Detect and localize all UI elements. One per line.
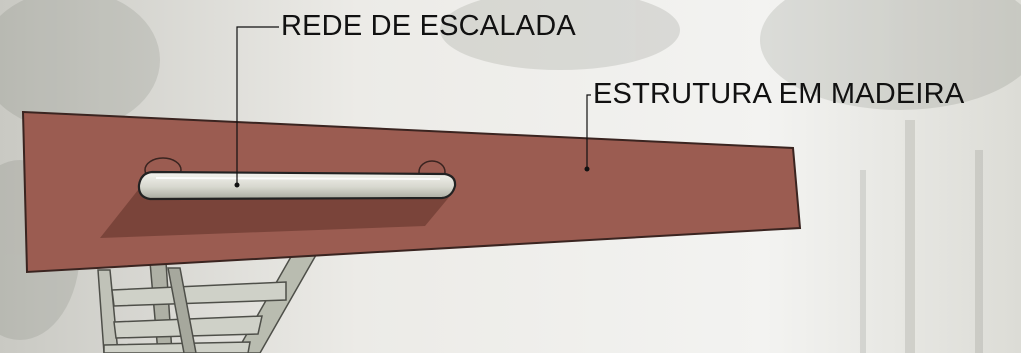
beam-shadow bbox=[100, 190, 455, 238]
callout-wood bbox=[584, 94, 591, 172]
leader-dot-net bbox=[234, 182, 240, 188]
ladder-rung bbox=[111, 281, 287, 307]
label-climbing-net: REDE DE ESCALADA bbox=[281, 10, 576, 42]
leader-line-net bbox=[236, 26, 279, 185]
leader-dot-wood bbox=[584, 166, 590, 172]
leader-line-wood bbox=[586, 94, 591, 169]
label-wood-structure: ESTRUTURA EM MADEIRA bbox=[593, 78, 965, 110]
ladder-rail-left bbox=[97, 269, 119, 353]
climbing-net-rail bbox=[137, 170, 457, 201]
callout-net bbox=[234, 26, 279, 188]
ladder-rung bbox=[103, 341, 251, 353]
ladder-brace bbox=[167, 267, 197, 353]
rail-highlight bbox=[155, 177, 441, 180]
